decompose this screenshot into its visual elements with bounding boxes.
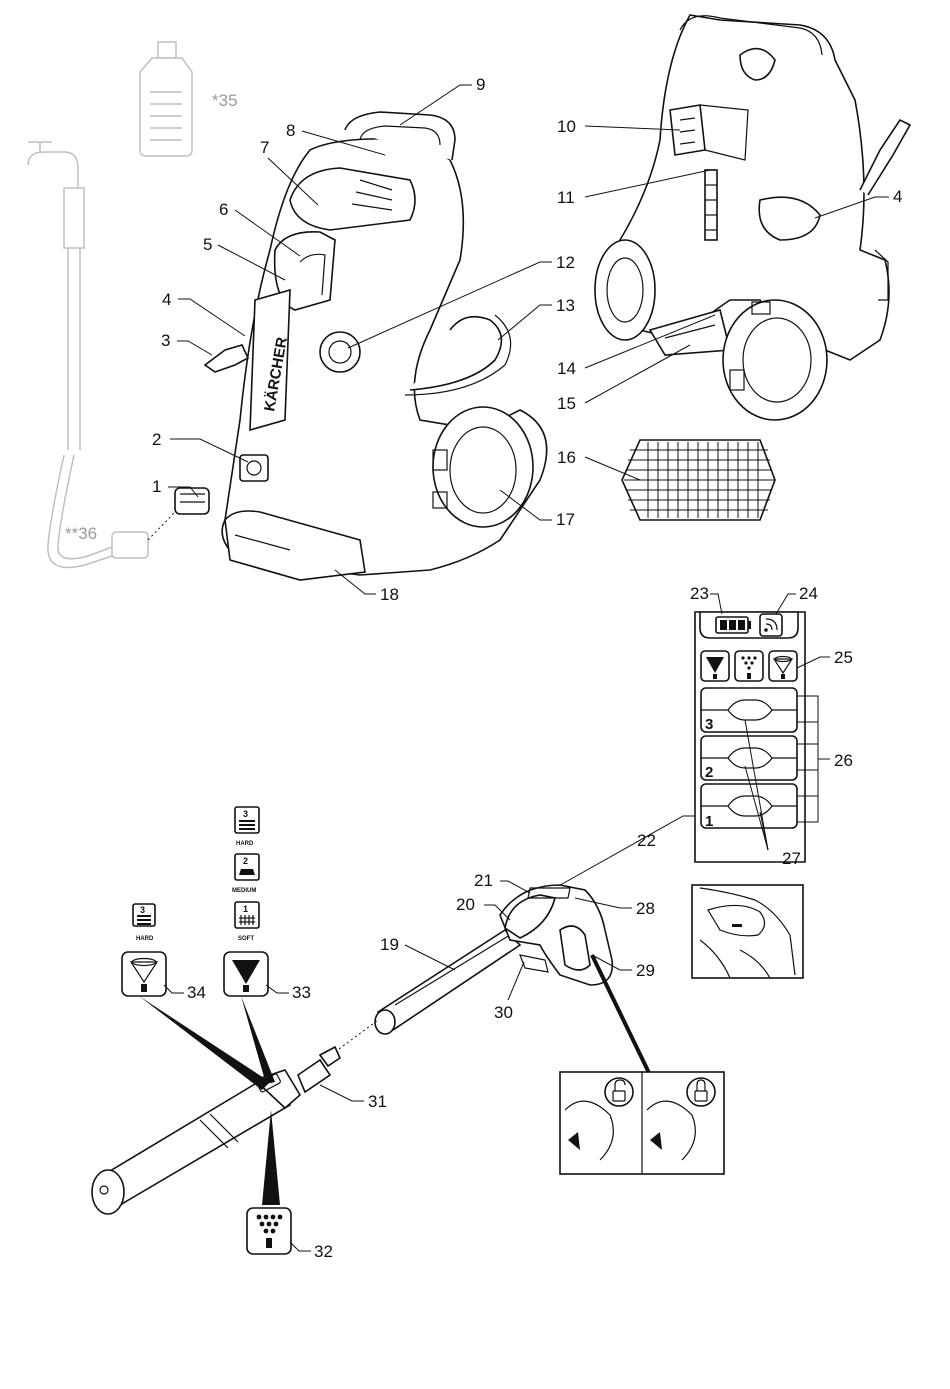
hard-mode-icon: 3 HARD	[235, 807, 259, 847]
level-label-3: 3	[705, 716, 713, 733]
callout-3: 3	[161, 331, 170, 350]
callout-17: 17	[556, 510, 575, 529]
callout-13: 13	[556, 296, 575, 315]
detergent-bottle-icon	[140, 42, 192, 156]
soft-mode-icon: 1 SOFT	[235, 902, 259, 942]
pressure-washer-front: KÄRCHER	[222, 112, 547, 580]
level-button-3: 3	[701, 688, 797, 733]
callout-4-front: 4	[162, 290, 171, 309]
callout-34: 34	[187, 983, 206, 1002]
callout-2: 2	[152, 430, 161, 449]
lock-closed-icon	[687, 1078, 715, 1106]
battery-icon	[716, 617, 751, 633]
callout-20: 20	[456, 895, 475, 914]
spray-nozzle-icon	[735, 651, 763, 681]
garden-hose	[28, 142, 148, 568]
control-panel: 3 2 1	[695, 612, 830, 862]
callout-25: 25	[834, 648, 853, 667]
rotary-nozzle-icon	[769, 651, 797, 681]
callout-15: 15	[557, 394, 576, 413]
rotary-nozzle-icon	[122, 952, 166, 996]
callout-6: 6	[219, 200, 228, 219]
soft-mode-number: 1	[243, 904, 248, 914]
jet-nozzle-icon	[701, 651, 729, 681]
callout-19: 19	[380, 935, 399, 954]
callout-14: 14	[557, 359, 576, 378]
detail-view-lock	[560, 1072, 724, 1174]
level-label-2: 2	[705, 764, 713, 781]
level-label-1: 1	[705, 813, 713, 830]
callout-10: 10	[557, 117, 576, 136]
callout-31: 31	[368, 1092, 387, 1111]
callout-26: 26	[834, 751, 853, 770]
callout-8: 8	[286, 121, 295, 140]
callout-4-rear: 4	[893, 187, 902, 206]
lock-open-icon	[605, 1078, 633, 1106]
medium-mode-label: MEDIUM	[232, 888, 256, 894]
water-connector	[175, 488, 209, 514]
callout-18: 18	[380, 585, 399, 604]
spray-nozzle-icon	[247, 1208, 291, 1254]
hard-mode-number: 3	[243, 809, 248, 819]
level-button-1: 1	[701, 784, 797, 830]
hard-mode-number: 3	[140, 905, 145, 915]
callout-29: 29	[636, 961, 655, 980]
detail-view-display	[692, 885, 803, 978]
callout-30: 30	[494, 1003, 513, 1022]
jet-nozzle-icon	[224, 952, 268, 996]
callout-27: 27	[782, 849, 801, 868]
callout-12: 12	[556, 253, 575, 272]
spray-lance	[92, 1047, 340, 1214]
callout-23: 23	[690, 584, 709, 603]
callout-21: 21	[474, 871, 493, 890]
callout-36: **36	[65, 524, 97, 543]
medium-mode-icon: 2 MEDIUM	[232, 854, 259, 894]
hard-mode-icon: 3 HARD	[133, 904, 155, 942]
callout-33: 33	[292, 983, 311, 1002]
callout-11: 11	[557, 188, 575, 207]
callout-35: *35	[212, 91, 238, 110]
callout-28: 28	[636, 899, 655, 918]
medium-mode-number: 2	[243, 856, 248, 866]
callout-32: 32	[314, 1242, 333, 1261]
hard-mode-label: HARD	[236, 841, 254, 847]
callout-1: 1	[152, 477, 161, 496]
callout-9: 9	[476, 75, 485, 94]
filter-mesh	[622, 440, 775, 520]
high-pressure-outlet	[205, 345, 248, 372]
callout-16: 16	[557, 448, 576, 467]
callout-7: 7	[260, 138, 269, 157]
hard-mode-label: HARD	[136, 936, 154, 942]
wireless-icon	[760, 614, 782, 636]
soft-mode-label: SOFT	[238, 936, 254, 942]
callout-5: 5	[203, 235, 212, 254]
pressure-washer-rear	[595, 15, 910, 420]
callout-24: 24	[799, 584, 818, 603]
